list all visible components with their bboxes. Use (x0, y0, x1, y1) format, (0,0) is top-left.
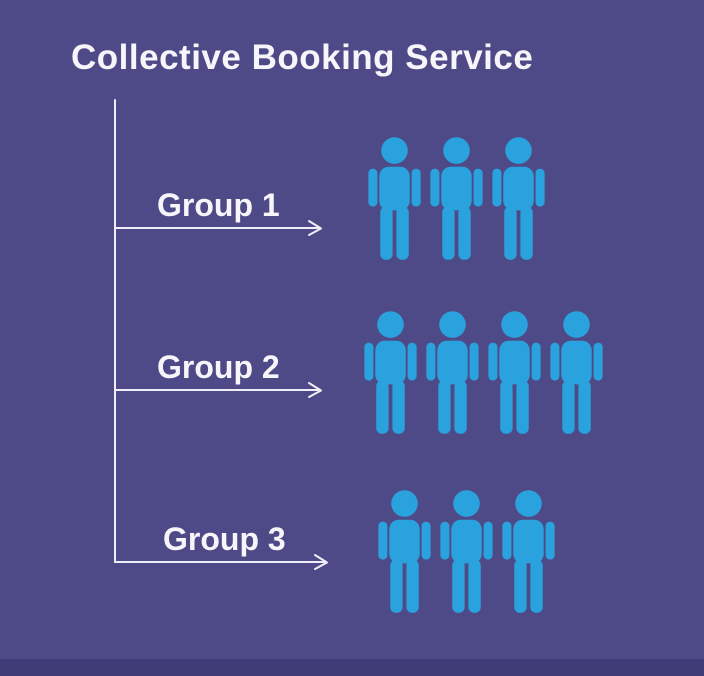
group-2-label: Group 2 (157, 349, 280, 385)
arrowhead-icon (308, 382, 322, 398)
person-icon (366, 134, 423, 264)
person-icon (438, 487, 495, 617)
person-icon (490, 134, 547, 264)
group-1-people (366, 134, 547, 264)
person-icon (500, 487, 557, 617)
arrowhead-icon (308, 220, 322, 236)
group-3-people (376, 487, 557, 617)
person-icon (548, 308, 605, 438)
arrowhead-icon (314, 554, 328, 570)
page-title: Collective Booking Service (71, 38, 534, 77)
person-icon (362, 308, 419, 438)
person-icon (376, 487, 433, 617)
footer-strip (0, 659, 704, 676)
person-icon (424, 308, 481, 438)
group-3-label: Group 3 (163, 521, 286, 557)
group-2-people (362, 308, 605, 438)
group-1-label: Group 1 (157, 187, 280, 223)
person-icon (486, 308, 543, 438)
person-icon (428, 134, 485, 264)
